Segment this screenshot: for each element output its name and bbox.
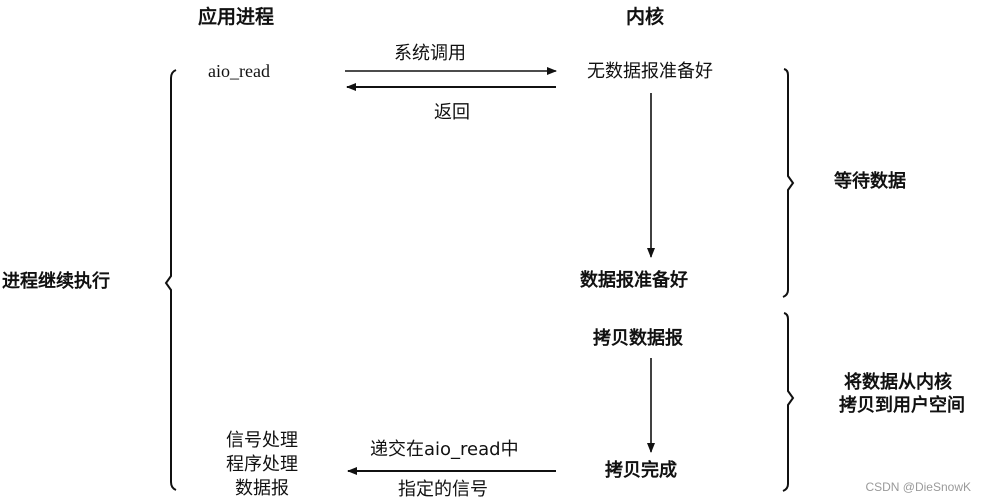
copy-datagram: 拷贝数据报	[593, 328, 683, 349]
copy-done: 拷贝完成	[605, 460, 677, 481]
process-continues-label: 进程继续执行	[2, 271, 110, 292]
watermark: CSDN @DieSnowK	[865, 480, 971, 494]
signal-label-top: 递交在aio_read中	[370, 439, 519, 460]
no-datagram-ready: 无数据报准备好	[587, 61, 713, 82]
phase-copy-line1: 将数据从内核	[844, 372, 952, 393]
phase-copy-line2: 拷贝到用户空间	[839, 395, 965, 416]
copy-brace	[782, 312, 795, 492]
signal-handler-line2: 程序处理	[226, 454, 298, 475]
signal-label-bottom: 指定的信号	[398, 479, 488, 500]
header-app-process: 应用进程	[198, 6, 275, 28]
signal-handler-line1: 信号处理	[226, 430, 298, 451]
wait-brace	[782, 68, 795, 298]
syscall-label: 系统调用	[394, 43, 466, 64]
header-kernel: 内核	[626, 6, 665, 28]
left-brace	[164, 69, 177, 491]
datagram-ready: 数据报准备好	[580, 270, 688, 291]
aio-read-call: aio_read	[208, 61, 270, 81]
return-label: 返回	[434, 102, 470, 123]
signal-handler-line3: 数据报	[235, 478, 289, 499]
phase-wait-data: 等待数据	[834, 171, 906, 192]
